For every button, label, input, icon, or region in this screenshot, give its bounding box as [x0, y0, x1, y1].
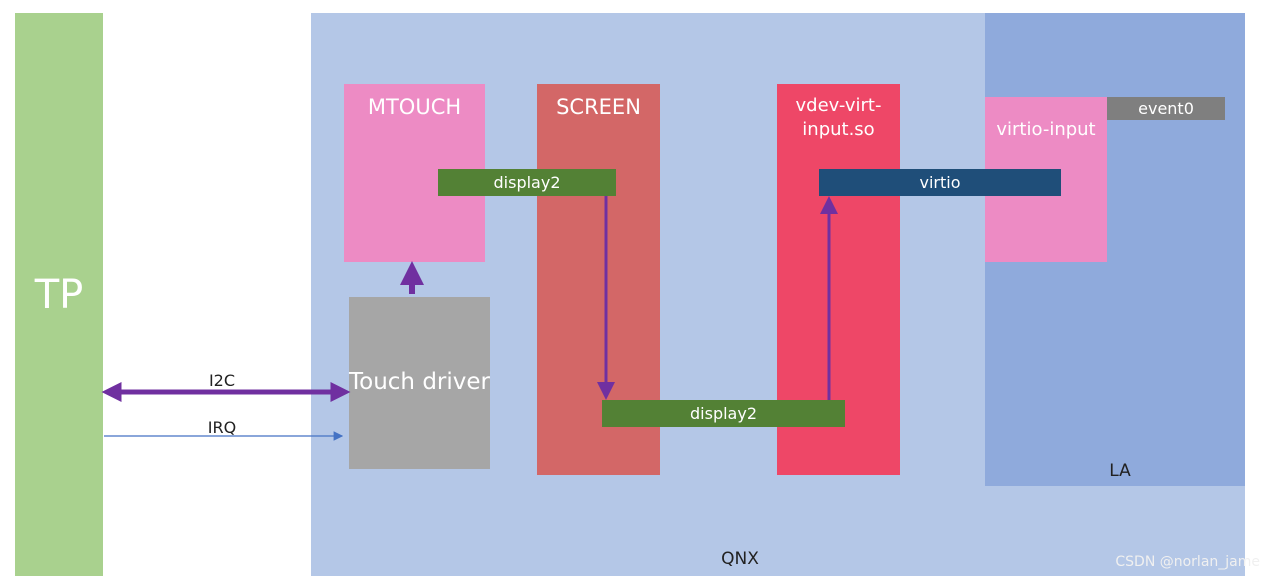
tp-block: TP: [15, 13, 103, 576]
touch-driver-block: [349, 297, 490, 469]
qnx-label: QNX: [721, 549, 759, 569]
touch-driver-label: Touch driver: [349, 369, 490, 395]
event0-block: event0: [1107, 97, 1225, 120]
mtouch-label: MTOUCH: [367, 95, 462, 119]
la-label: LA: [1109, 461, 1131, 481]
vdev-virt-input-label: vdev-virt-input.so: [795, 95, 882, 140]
i2c-label: I2C: [208, 370, 236, 390]
virtio-bar: virtio: [819, 169, 1061, 196]
irq-label: IRQ: [207, 417, 237, 437]
display2-top-bar: display2: [438, 169, 616, 196]
screen-label: SCREEN: [556, 95, 641, 119]
virtio-input-label: virtio-input: [996, 119, 1096, 140]
watermark: CSDN @norlan_jame: [1115, 554, 1260, 570]
display2-bottom-bar: display2: [602, 400, 845, 427]
